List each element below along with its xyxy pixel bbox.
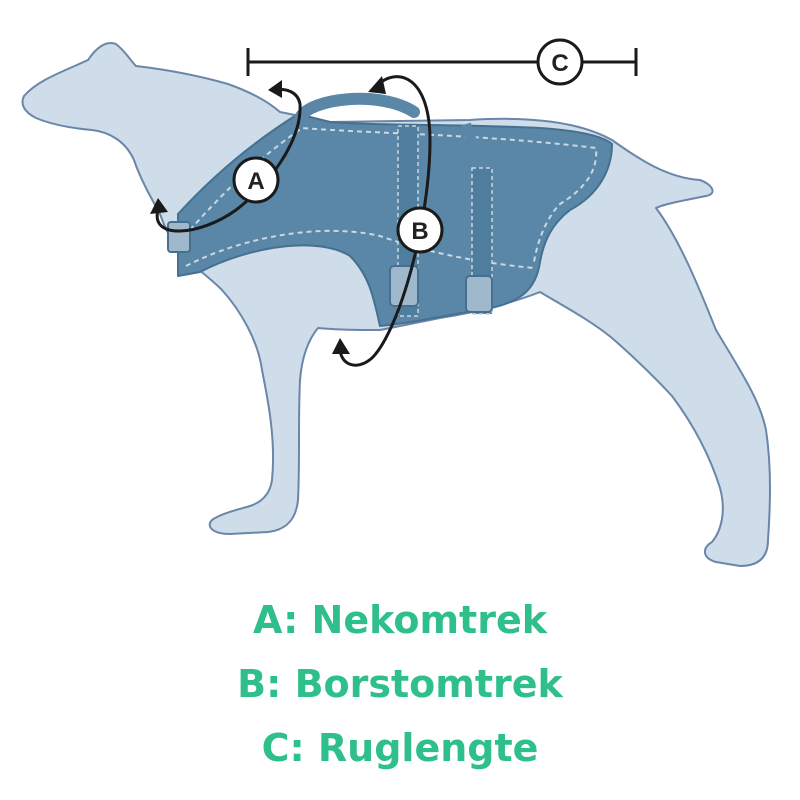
arrowhead (368, 76, 386, 94)
arrowhead (332, 338, 350, 354)
vest-buckle (389, 265, 419, 307)
vest-handle (294, 92, 420, 124)
arrowhead (268, 80, 282, 98)
measurement-legend: A: Nekomtrek B: Borstomtrek C: Ruglengte (0, 588, 800, 780)
dog-measurement-diagram: A B C (21, 38, 771, 567)
vest-body (177, 113, 613, 327)
marker-c-circle (536, 38, 584, 86)
legend-item-chest-girth: B: Borstomtrek (0, 652, 800, 716)
vest-ring (461, 122, 499, 159)
legend-text: Borstomtrek (294, 662, 563, 706)
legend-text: Ruglengte (317, 726, 539, 770)
legend-item-back-length: C: Ruglengte (0, 716, 800, 780)
marker-a-label: A (247, 168, 264, 195)
marker-b-circle (396, 206, 444, 254)
vest-buckle (167, 221, 191, 253)
vest-stitching (189, 126, 598, 263)
legend-key: B: (237, 662, 282, 706)
vest-buckle (465, 275, 493, 313)
legend-text: Nekomtrek (311, 598, 548, 642)
marker-a-circle (232, 156, 280, 204)
marker-b-label: B (411, 218, 428, 245)
legend-key: A: (252, 598, 299, 642)
legend-key: C: (261, 726, 305, 770)
marker-c-label: C (551, 50, 568, 77)
arrowhead (150, 198, 168, 214)
legend-item-neck-girth: A: Nekomtrek (0, 588, 800, 652)
